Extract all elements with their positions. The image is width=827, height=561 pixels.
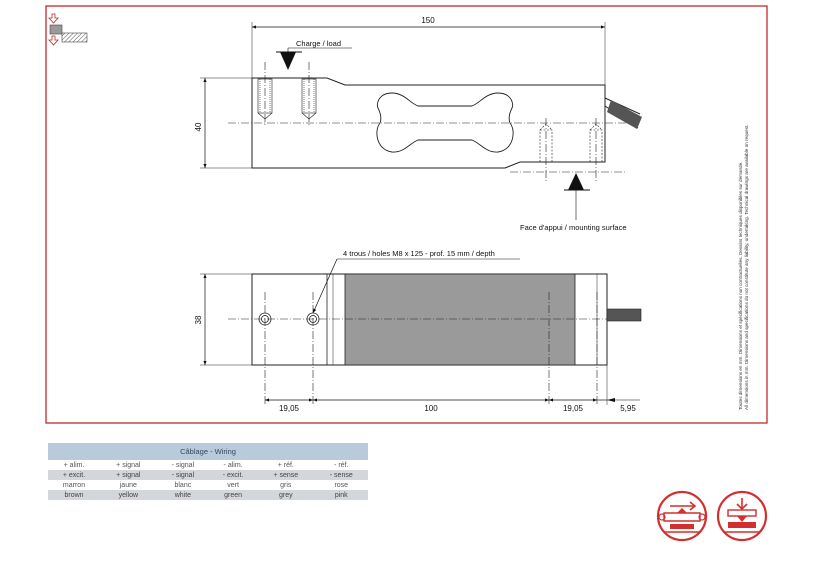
drawing-frame xyxy=(45,5,768,424)
table-cell: + réf. xyxy=(257,460,315,470)
table-cell: brown xyxy=(48,490,101,500)
table-cell: - signal xyxy=(156,460,210,470)
dim-offset-left: 19,05 xyxy=(279,404,300,413)
load-cell-platform-icon xyxy=(716,490,768,542)
top-view xyxy=(200,258,642,405)
table-cell: + excit. xyxy=(48,470,101,480)
disclaimer-fr: Toutes dimensions en mm. Dimensions et s… xyxy=(738,161,743,410)
wiring-table: Câblage - Wiring + alim. + signal - sign… xyxy=(48,443,368,500)
table-cell: - excit. xyxy=(209,470,258,480)
load-direction-symbol xyxy=(48,13,88,46)
table-cell: + sense xyxy=(257,470,315,480)
table-cell: + alim. xyxy=(48,460,101,470)
table-row: + alim. + signal - signal - alim. + réf.… xyxy=(48,460,368,470)
table-cell: - alim. xyxy=(209,460,258,470)
table-cell: + signal xyxy=(100,460,157,470)
table-cell: yellow xyxy=(100,490,157,500)
dimensions-disclaimer: Toutes dimensions en mm. Dimensions et s… xyxy=(738,124,749,410)
table-cell: white xyxy=(156,490,210,500)
table-cell: rose xyxy=(314,480,368,490)
dim-span: 100 xyxy=(424,404,438,413)
table-cell: vert xyxy=(209,480,258,490)
dim-end: 5,95 xyxy=(620,404,636,413)
dim-length: 150 xyxy=(421,16,435,25)
table-cell: grey xyxy=(257,490,315,500)
table-cell: marron xyxy=(48,480,101,490)
dim-width: 38 xyxy=(194,315,203,324)
table-cell: - signal xyxy=(156,470,210,480)
load-label: Charge / load xyxy=(296,39,341,48)
table-row: + excit. + signal - signal - excit. + se… xyxy=(48,470,368,480)
disclaimer-en: All dimensions in mm. Dimensions and spe… xyxy=(743,124,749,410)
wiring-header-row: Câblage - Wiring xyxy=(48,443,368,460)
dim-height: 40 xyxy=(194,122,203,131)
load-cell-bending-icon xyxy=(656,490,708,542)
table-cell: - réf. xyxy=(314,460,368,470)
side-view xyxy=(200,22,642,220)
mounting-surface-label: Face d'appui / mounting surface xyxy=(520,223,627,232)
top-view-labels: 38 4 trous / holes M8 x 125 - prof. 15 m… xyxy=(194,249,636,413)
table-cell: green xyxy=(209,490,258,500)
side-view-labels: 150 40 Charge / load Face d'appui / moun… xyxy=(194,16,627,232)
table-cell: + signal xyxy=(100,470,157,480)
table-row: brown yellow white green grey pink xyxy=(48,490,368,500)
table-row: marron jaune blanc vert gris rose xyxy=(48,480,368,490)
wiring-title: Câblage - Wiring xyxy=(48,443,368,460)
table-cell: blanc xyxy=(156,480,210,490)
holes-label: 4 trous / holes M8 x 125 - prof. 15 mm /… xyxy=(343,249,495,258)
dim-offset-right: 19,05 xyxy=(563,404,584,413)
table-cell: pink xyxy=(314,490,368,500)
table-cell: jaune xyxy=(100,480,157,490)
table-cell: - sense xyxy=(314,470,368,480)
table-cell: gris xyxy=(257,480,315,490)
